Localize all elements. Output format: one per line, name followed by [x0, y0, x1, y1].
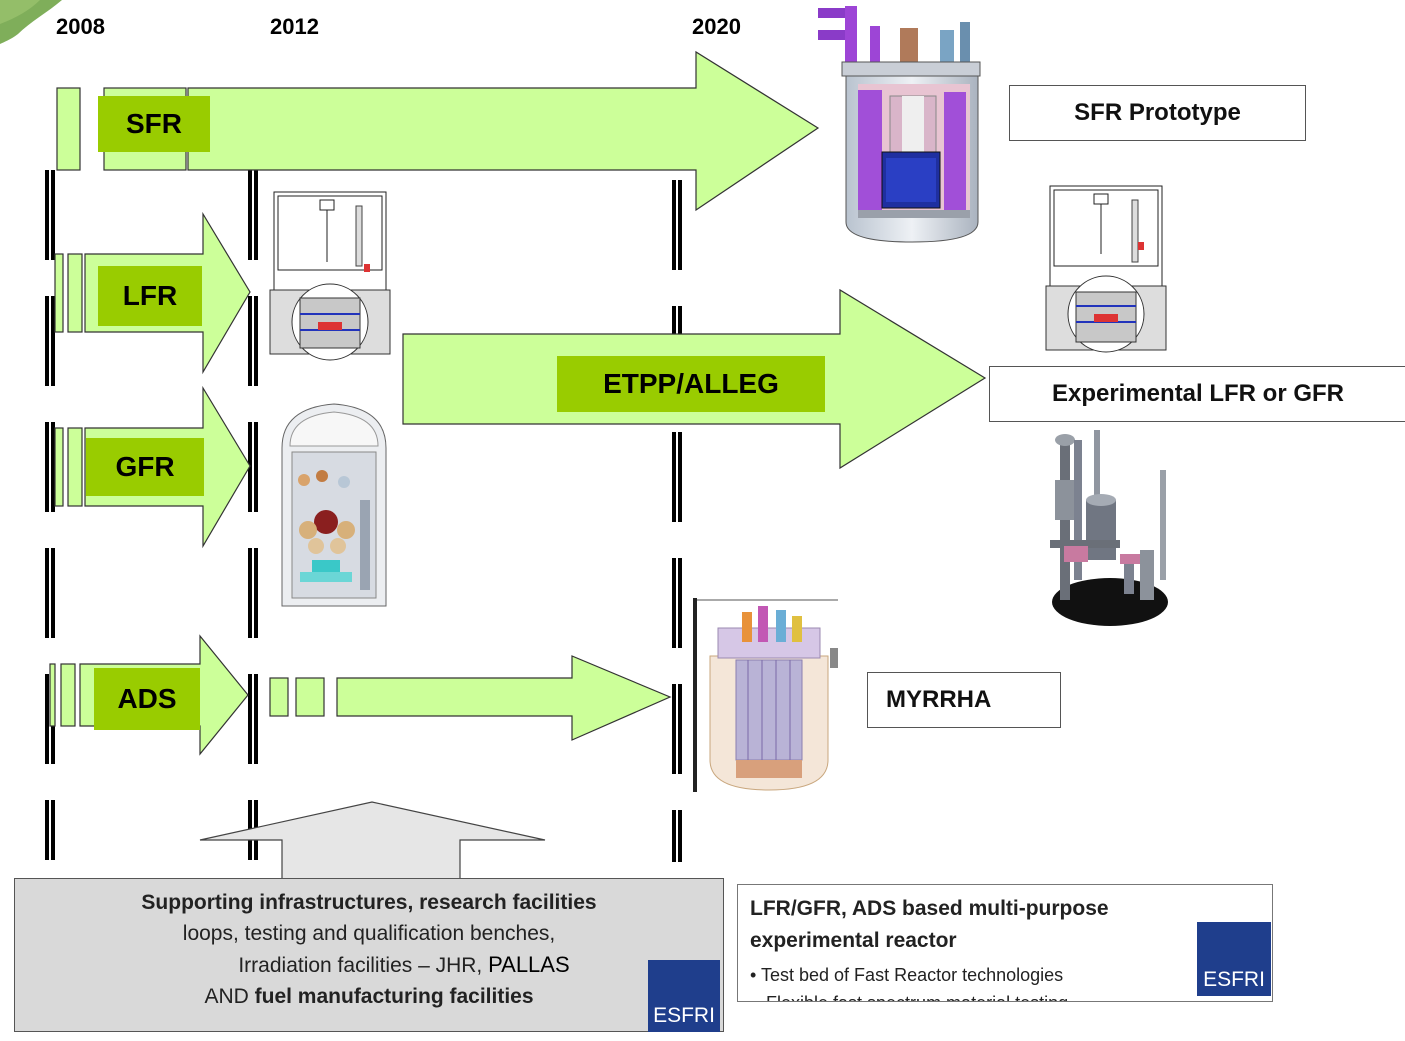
timeline-line-2008: [45, 170, 55, 860]
experimental-plant-image: [1050, 430, 1168, 626]
year-2020: 2020: [692, 14, 741, 39]
year-2012: 2012: [270, 14, 319, 39]
support-line-2: loops, testing and qualification benches…: [182, 922, 556, 945]
experimental-reactor-info-box: LFR/GFR, ADS based multi-purpose experim…: [737, 884, 1273, 1002]
support-line-3b: PALLAS: [488, 952, 570, 977]
gfr-label: GFR: [86, 438, 204, 496]
lfr-reactor-image-small: [269, 191, 391, 361]
support-line-3: Irradiation facilities – JHR, PALLAS: [15, 949, 723, 981]
sfr-prototype-box: SFR Prototype: [1009, 85, 1306, 141]
experimental-lfr-gfr-box: Experimental LFR or GFR: [989, 366, 1405, 422]
support-line-4: AND fuel manufacturing facilities: [15, 981, 723, 1012]
gfr-reactor-image: [281, 403, 387, 607]
info-bullet-cut: Flexible fast spectrum material testing: [766, 993, 1068, 1001]
sfr-reactor-image: [818, 6, 981, 243]
timeline-line-2020: [672, 180, 682, 862]
lfr-label: LFR: [98, 266, 202, 326]
support-line-3a: Irradiation facilities – JHR,: [238, 954, 483, 977]
info-bullet-text: Test bed of Fast Reactor technologies: [761, 965, 1064, 985]
sfr-label: SFR: [98, 96, 210, 152]
support-line-4a: AND: [204, 985, 249, 1008]
myrrha-box: MYRRHA: [867, 672, 1061, 728]
esfri-logo-left: ESFRI: [648, 960, 720, 1032]
etpp-alleg-label: ETPP/ALLEG: [557, 356, 825, 412]
support-line-4b: fuel manufacturing facilities: [254, 985, 534, 1008]
esfri-logo-right: ESFRI: [1197, 922, 1271, 996]
support-arrow: [199, 801, 546, 881]
lfr-reactor-image-right: [1045, 185, 1167, 353]
info-title-2: experimental reactor: [750, 929, 957, 952]
info-title-1: LFR/GFR, ADS based multi-purpose: [750, 897, 1109, 920]
myrrha-reactor-image: [693, 598, 838, 792]
info-bullet: • Test bed of Fast Reactor technologies: [750, 965, 1063, 986]
year-2008: 2008: [56, 14, 105, 39]
timeline-line-2012: [248, 170, 258, 860]
bullet-dot: •: [750, 965, 757, 985]
supporting-infrastructures-box: Supporting infrastructures, research fac…: [14, 878, 724, 1032]
support-title: Supporting infrastructures, research fac…: [141, 891, 597, 914]
ads-label: ADS: [94, 668, 200, 730]
